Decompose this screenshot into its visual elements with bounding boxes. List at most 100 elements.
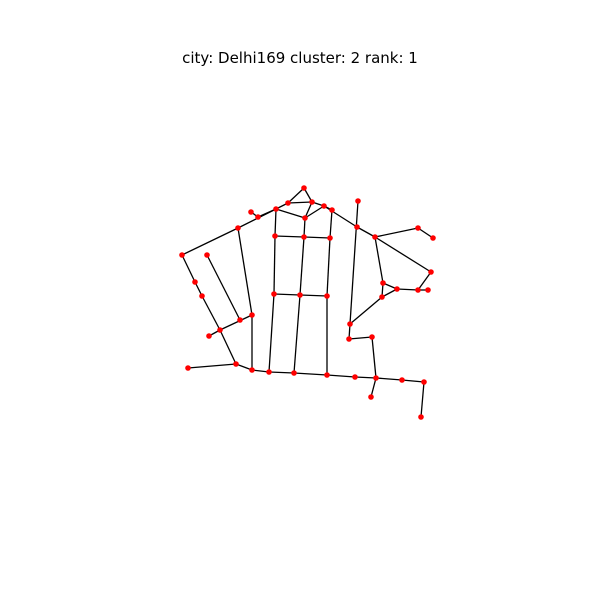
- graph-edge: [326, 374, 356, 378]
- graph-edge: [401, 379, 425, 383]
- graph-edge: [326, 237, 331, 297]
- graph-edge: [293, 372, 328, 376]
- graph-node: [428, 269, 434, 275]
- graph-edge: [354, 376, 377, 379]
- graph-node: [204, 252, 210, 258]
- graph-node: [327, 235, 333, 241]
- graph-node: [415, 287, 421, 293]
- graph-edge: [268, 293, 275, 373]
- graph-edge: [349, 296, 383, 325]
- graph-edge: [274, 208, 277, 237]
- graph-edge: [396, 288, 419, 291]
- graph-node: [373, 375, 379, 381]
- graph-node: [185, 365, 191, 371]
- graph-edge: [273, 293, 301, 296]
- graph-edge: [201, 295, 221, 331]
- graph-node: [302, 215, 308, 221]
- graph-node: [273, 206, 279, 212]
- graph-edge: [219, 329, 237, 365]
- graph-node: [380, 280, 386, 286]
- graph-edge: [299, 294, 328, 297]
- graph-node: [346, 336, 352, 342]
- graph-node: [421, 379, 427, 385]
- graph-edge: [303, 236, 331, 239]
- graph-edge: [287, 187, 305, 204]
- graph-node: [324, 372, 330, 378]
- graph-edge: [219, 314, 253, 331]
- graph-node: [309, 199, 315, 205]
- graph-node: [249, 367, 255, 373]
- graph-node: [425, 287, 431, 293]
- graph-node: [248, 209, 254, 215]
- graph-edge: [273, 235, 276, 295]
- graph-edge: [374, 227, 419, 238]
- graph-edge: [181, 227, 239, 256]
- graph-edge: [374, 236, 384, 284]
- graph-node: [237, 317, 243, 323]
- graph-edge: [375, 377, 403, 381]
- graph-node: [266, 369, 272, 375]
- graph-node: [354, 224, 360, 230]
- graph-node: [372, 234, 378, 240]
- graph-node: [347, 321, 353, 327]
- graph-edge: [381, 288, 398, 298]
- graph-edge: [304, 201, 313, 219]
- graph-node: [329, 207, 335, 213]
- graph-node: [430, 235, 436, 241]
- graph-edge: [274, 235, 305, 238]
- figure-title: city: Delhi169 cluster: 2 rank: 1: [182, 49, 418, 67]
- graph-node: [255, 214, 261, 220]
- graph-edge: [323, 205, 358, 228]
- graph-edge: [371, 336, 377, 379]
- graph-edge: [348, 336, 373, 340]
- graph-node: [235, 225, 241, 231]
- graph-node: [355, 198, 361, 204]
- graph-edge: [417, 227, 434, 239]
- graph-node: [301, 234, 307, 240]
- graph-node: [301, 185, 307, 191]
- graph-edge: [287, 201, 313, 204]
- graph-node: [415, 225, 421, 231]
- graph-edges: [181, 187, 434, 418]
- graph-node: [321, 203, 327, 209]
- graph-node: [418, 414, 424, 420]
- graph-edge: [304, 205, 325, 219]
- graph-node: [271, 291, 277, 297]
- graph-node: [285, 200, 291, 206]
- graph-edge: [251, 369, 270, 373]
- graph-edge: [370, 377, 377, 398]
- graph-edge: [417, 271, 432, 291]
- graph-edge: [299, 236, 305, 296]
- graph-edge: [187, 363, 237, 369]
- graph-node: [297, 292, 303, 298]
- graph-node: [324, 293, 330, 299]
- graph-node: [233, 361, 239, 367]
- graph-nodes: [179, 185, 436, 420]
- graph-node: [368, 394, 374, 400]
- graph-edge: [303, 217, 306, 238]
- graph-edge: [329, 209, 333, 239]
- graph-node: [379, 294, 385, 300]
- graph-edge: [235, 363, 253, 371]
- graph-node: [217, 327, 223, 333]
- graph-node: [352, 374, 358, 380]
- graph-node: [192, 279, 198, 285]
- graph-edge: [356, 226, 376, 238]
- graph-node: [199, 293, 205, 299]
- graph-edge: [237, 227, 253, 316]
- graph-node: [272, 233, 278, 239]
- graph-node: [369, 334, 375, 340]
- graph-edge: [268, 371, 295, 374]
- graph-node: [399, 377, 405, 383]
- graph-edge: [349, 200, 359, 325]
- graph-node: [179, 252, 185, 258]
- graph-edge: [420, 381, 425, 418]
- graph-node: [206, 333, 212, 339]
- graph-edge: [275, 208, 306, 219]
- graph-edge: [181, 254, 196, 283]
- graph-node: [291, 370, 297, 376]
- graph-edge: [206, 254, 241, 321]
- graph-node: [394, 286, 400, 292]
- graph-edge: [374, 236, 432, 273]
